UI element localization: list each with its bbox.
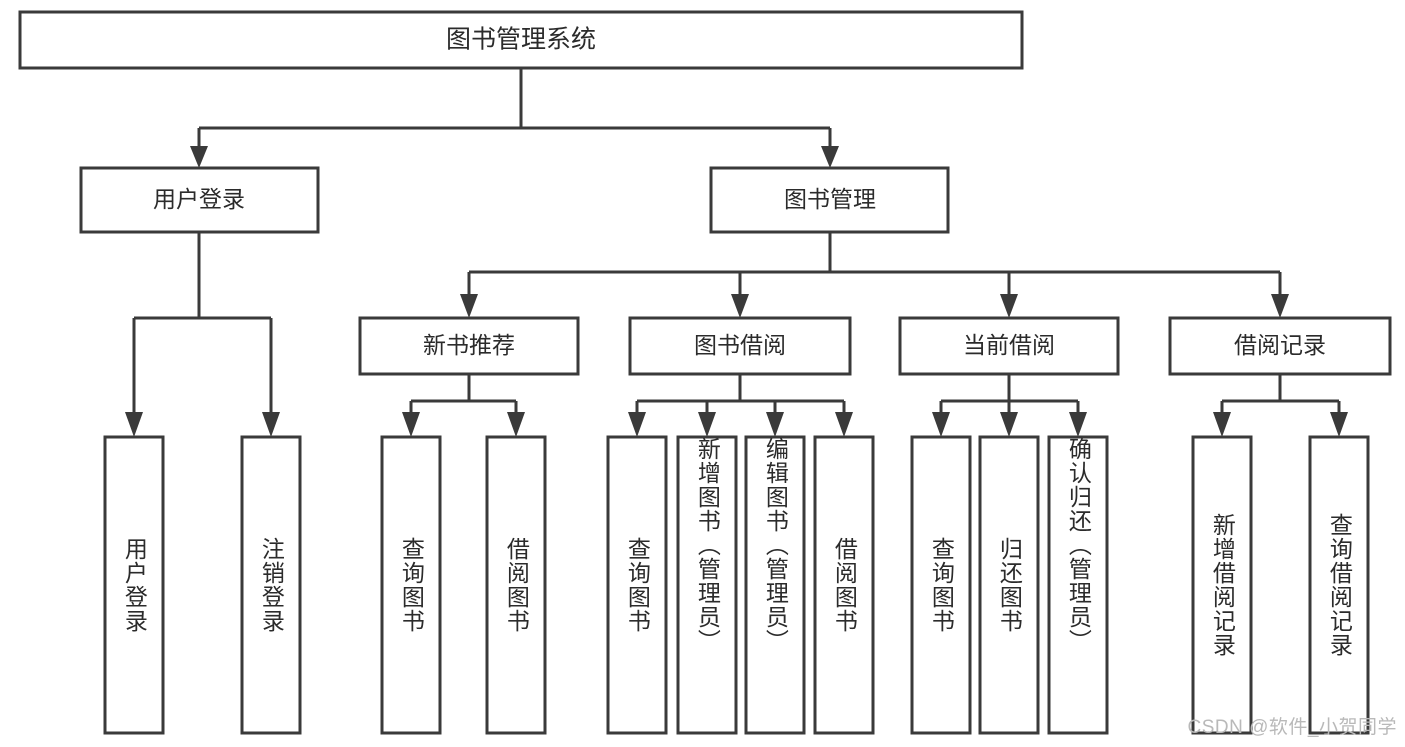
node-leaf-edit-book-box[interactable] [744,435,806,735]
node-leaf-return-book-box[interactable] [978,435,1040,735]
node-root[interactable]: 图书管理系统 [18,10,1024,70]
arrowhead-book-manage [821,146,839,168]
arrowhead-return-book [1000,412,1018,437]
node-leaf-confirm-return-box[interactable] [1047,435,1109,735]
arrowhead-leaf-logout [262,412,280,437]
arrowhead-query-record [1330,412,1348,437]
node-user-login-box[interactable] [79,166,320,234]
watermark: CSDN @软件_小贺同学 [1187,717,1397,738]
arrowhead-leaf-user-login [125,412,143,437]
node-book-borrow-label: 图书借阅 [694,332,786,358]
node-leaf-user-login-box[interactable] [103,435,165,735]
node-new-book-rec-box[interactable] [358,316,580,376]
node-book-manage-box[interactable] [709,166,950,234]
arrowhead-borrow-book-b [835,412,853,437]
node-user-login[interactable]: 用户登录 [79,166,320,234]
arrowhead-borrow-book-a [507,412,525,437]
node-borrow-record-label: 借阅记录 [1234,332,1326,358]
node-current-borrow[interactable]: 当前借阅 [898,316,1120,376]
node-current-borrow-label: 当前借阅 [963,332,1055,358]
node-leaf-logout-box[interactable] [240,435,302,735]
arrowhead-add-book [698,412,716,437]
arrowhead-edit-book [766,412,784,437]
node-current-borrow-box[interactable] [898,316,1120,376]
nodes-layer: 图书管理系统 用户登录 图书管理 新书推荐 图书借阅 当前 [18,10,1392,735]
node-new-book-rec[interactable]: 新书推荐 [358,316,580,376]
node-leaf-query-book-a-box[interactable] [380,435,442,735]
arrowhead-query-book-b [628,412,646,437]
node-book-borrow[interactable]: 图书借阅 [628,316,852,376]
node-borrow-record-box[interactable] [1168,316,1392,376]
node-root-label: 图书管理系统 [446,26,596,54]
arrowhead-current-borrow [1000,294,1018,318]
node-borrow-record[interactable]: 借阅记录 [1168,316,1392,376]
node-new-book-rec-label: 新书推荐 [423,332,515,358]
node-book-manage[interactable]: 图书管理 [709,166,950,234]
node-leaf-query-book-c-box[interactable] [910,435,972,735]
edges-layer [125,68,1348,437]
arrowhead-query-book-c [932,412,950,437]
node-leaf-add-record-box[interactable] [1191,435,1253,735]
node-leaf-borrow-book-a-box[interactable] [485,435,547,735]
node-book-borrow-box[interactable] [628,316,852,376]
node-leaf-add-book-box[interactable] [676,435,738,735]
arrowhead-book-borrow [731,294,749,318]
arrowhead-confirm-return [1069,412,1087,437]
node-leaf-borrow-book-b-box[interactable] [813,435,875,735]
node-book-manage-label: 图书管理 [784,186,876,212]
node-leaf-query-record-box[interactable] [1308,435,1370,735]
arrowhead-borrow-record [1271,294,1289,318]
arrowhead-user-login [190,146,208,168]
arrowhead-new-book-rec [460,294,478,318]
node-leaf-query-book-b-box[interactable] [606,435,668,735]
arrowhead-add-record [1213,412,1231,437]
node-root-box[interactable] [18,10,1024,70]
arrowhead-query-book-a [402,412,420,437]
node-user-login-label: 用户登录 [153,186,245,212]
